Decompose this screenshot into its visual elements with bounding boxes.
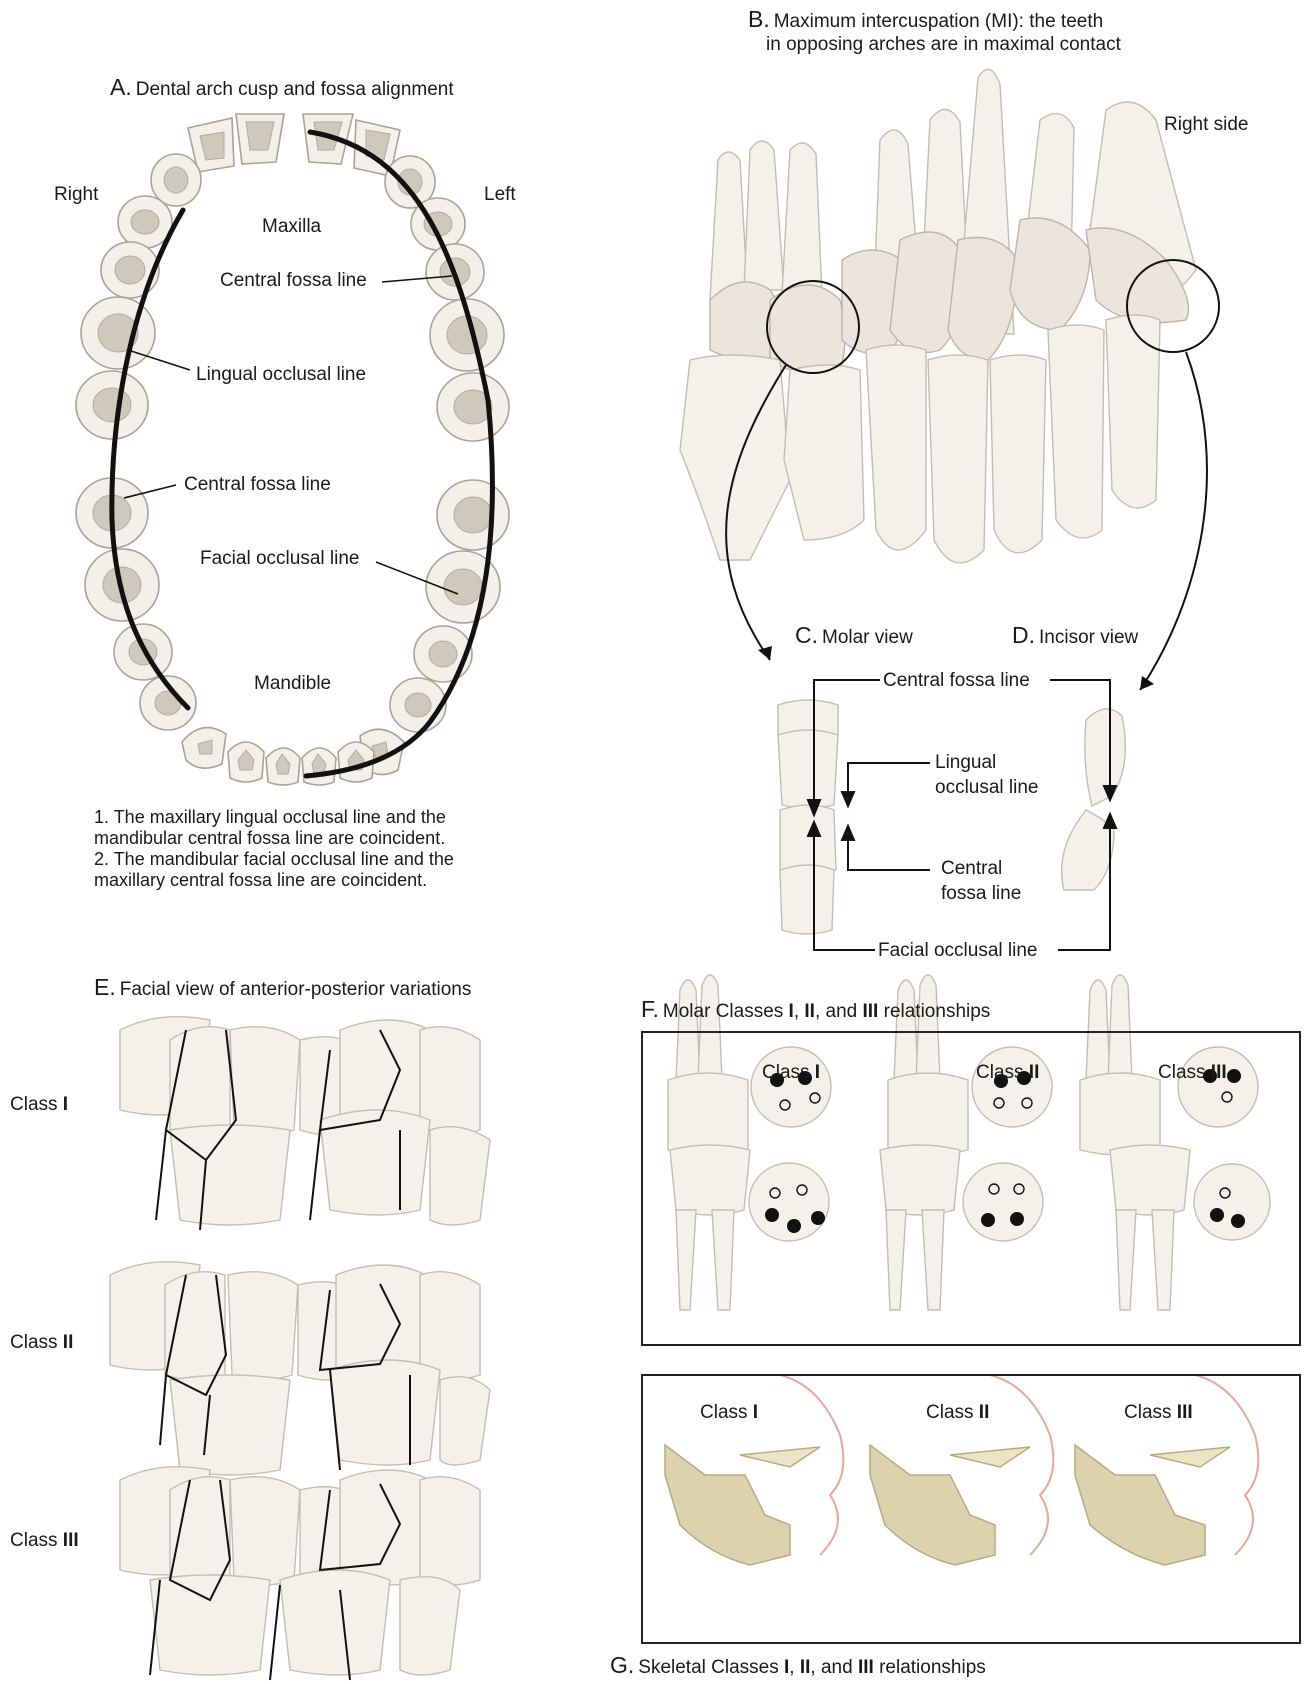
central-fossa-label-1: Central	[941, 858, 1002, 880]
molar-class-2-label: Class II	[976, 1062, 1039, 1084]
detail-lines	[808, 680, 1116, 950]
coincidence-note-2: 2. The mandibular facial occlusal line a…	[94, 849, 524, 891]
mandibular-teeth	[76, 478, 509, 785]
mandible-label: Mandible	[254, 673, 331, 695]
panel-b-title-line2: in opposing arches are in maximal contac…	[766, 34, 1121, 56]
central-fossa-line-lower-label: Central fossa line	[184, 474, 331, 496]
left-label: Left	[484, 184, 516, 206]
skeletal-class-1-label: Class I	[700, 1402, 758, 1424]
lingual-occlusal-label-2: occlusal line	[935, 777, 1039, 799]
panel-b-title-line1: B.Maximum intercuspation (MI): the teeth	[748, 8, 1103, 33]
panel-d-title: D.Incisor view	[1012, 624, 1138, 649]
panel-e-title: E.Facial view of anterior-posterior vari…	[94, 976, 471, 1001]
molar-detail	[778, 700, 838, 934]
facial-occlusal-bottom-label: Facial occlusal line	[878, 940, 1037, 962]
lingual-occlusal-label-1: Lingual	[935, 752, 996, 774]
central-fossa-line-upper-label: Central fossa line	[220, 270, 367, 292]
skeletal-class-3-label: Class III	[1124, 1402, 1193, 1424]
maxilla-label: Maxilla	[262, 216, 321, 238]
lingual-occlusal-line-label: Lingual occlusal line	[196, 364, 366, 386]
panel-c-title: C.Molar view	[795, 624, 913, 649]
skeletal-class-2-label: Class II	[926, 1402, 989, 1424]
class-2-row-label: Class II	[10, 1332, 73, 1354]
central-fossa-line-top-label: Central fossa line	[883, 670, 1030, 692]
facial-view-class-2	[110, 1262, 490, 1475]
panel-f-title: F.Molar Classes I, II, and III relations…	[641, 998, 990, 1023]
central-fossa-label-2: fossa line	[941, 883, 1021, 905]
maximum-intercuspation-illustration	[680, 69, 1219, 690]
class-1-row-label: Class I	[10, 1094, 68, 1116]
incisor-detail	[1062, 709, 1126, 890]
coincidence-note-1: 1. The maxillary lingual occlusal line a…	[94, 807, 524, 849]
molar-class-3-label: Class III	[1158, 1062, 1227, 1084]
panel-a-title: A.Dental arch cusp and fossa alignment	[110, 76, 454, 101]
molar-class-1-label: Class I	[762, 1062, 820, 1084]
right-label: Right	[54, 184, 98, 206]
panel-g-title: G.Skeletal Classes I, II, and III relati…	[610, 1654, 986, 1679]
facial-view-class-3	[120, 1467, 480, 1680]
class-3-row-label: Class III	[10, 1530, 79, 1552]
facial-view-class-1	[120, 1017, 490, 1230]
facial-occlusal-line-label: Facial occlusal line	[200, 548, 359, 570]
right-side-label: Right side	[1164, 114, 1249, 136]
